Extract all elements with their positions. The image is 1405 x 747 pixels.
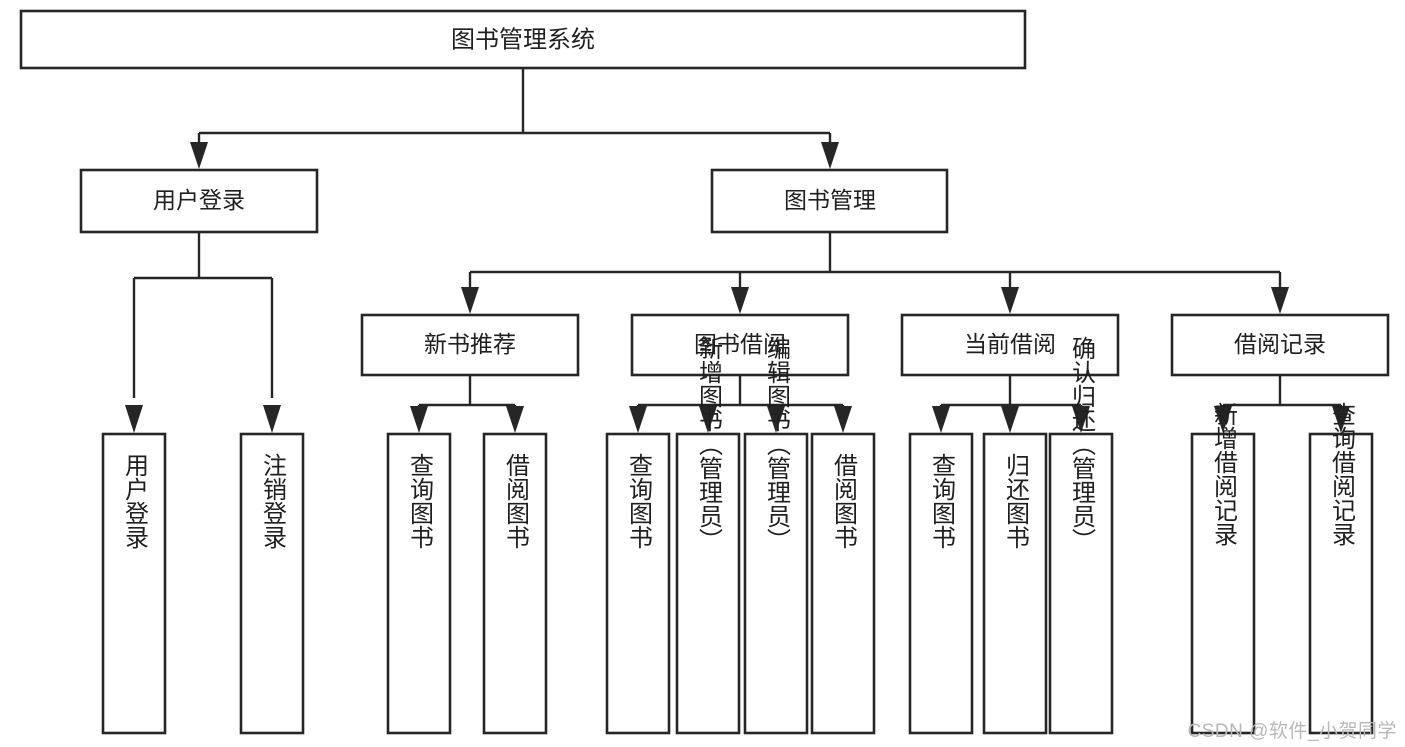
leaf-query-book-1-label: 查询图书 <box>406 453 434 549</box>
leaf-add-book-label: 新增图书（管理员） <box>695 336 723 552</box>
node-leaf-borrow-book-2[interactable]: 借阅图书 <box>810 432 876 735</box>
leaf-logout-box[interactable] <box>239 432 305 735</box>
node-leaf-query-record[interactable]: 查询借阅记录 <box>1308 402 1374 735</box>
edges-layer <box>125 68 1350 433</box>
arrowhead-borrow-records <box>1271 287 1289 314</box>
arrowhead-leaf-add-book <box>699 406 717 433</box>
leaf-query-book-1-box[interactable] <box>386 432 452 735</box>
node-borrow-records[interactable]: 借阅记录 <box>1170 313 1390 377</box>
leaf-add-record-label: 新增借阅记录 <box>1210 402 1238 546</box>
borrow-records-box[interactable] <box>1170 313 1390 377</box>
node-leaf-user-login[interactable]: 用户登录 <box>101 432 167 735</box>
node-leaf-confirm-return[interactable]: 确认归还（管理员） <box>1048 336 1114 735</box>
node-leaf-logout[interactable]: 注销登录 <box>239 432 305 735</box>
root-box[interactable] <box>19 9 1027 70</box>
arrowhead-leaf-user-login <box>125 405 143 433</box>
new-book-rec-label: 新书推荐 <box>424 331 516 357</box>
leaf-query-record-box[interactable] <box>1308 432 1374 735</box>
arrowhead-leaf-query-book-3 <box>932 406 950 433</box>
csdn-watermark: CSDN @软件_小贺同学 <box>1187 721 1397 742</box>
node-leaf-borrow-book-1[interactable]: 借阅图书 <box>482 432 548 735</box>
arrowhead-leaf-edit-book <box>767 406 785 433</box>
node-leaf-add-record[interactable]: 新增借阅记录 <box>1190 402 1256 735</box>
leaf-edit-book-label: 编辑图书（管理员） <box>763 336 791 552</box>
node-leaf-add-book[interactable]: 新增图书（管理员） <box>675 336 741 735</box>
new-book-rec-box[interactable] <box>360 313 580 377</box>
edge-book-manage-trunk <box>468 232 1282 288</box>
arrowhead-current-borrow <box>1001 287 1019 314</box>
arrowhead-leaf-confirm-return <box>1072 406 1090 433</box>
arrowhead-user-login <box>190 142 208 169</box>
leaf-add-book-box[interactable] <box>675 432 741 735</box>
arrowhead-new-book-rec <box>461 287 479 314</box>
leaf-query-book-2-box[interactable] <box>605 432 671 735</box>
node-leaf-edit-book[interactable]: 编辑图书（管理员） <box>743 336 809 735</box>
node-leaf-query-book-2[interactable]: 查询图书 <box>605 432 671 735</box>
arrowhead-leaf-add-record <box>1214 406 1232 433</box>
arrowhead-leaf-query-record <box>1332 406 1350 433</box>
edge-new-book-rec-trunk <box>417 375 517 412</box>
leaf-borrow-book-1-box[interactable] <box>482 432 548 735</box>
arrowhead-leaf-borrow-book-1 <box>506 406 524 433</box>
node-user-login[interactable]: 用户登录 <box>79 168 319 234</box>
node-current-borrow[interactable]: 当前借阅 <box>900 313 1120 377</box>
root-label: 图书管理系统 <box>451 26 595 53</box>
leaf-user-login-label: 用户登录 <box>121 453 149 549</box>
user-login-box[interactable] <box>79 168 319 234</box>
arrowhead-leaf-query-book-1 <box>410 406 428 433</box>
edge-borrow-records-trunk <box>1221 375 1343 412</box>
book-borrow-label: 图书借阅 <box>694 331 786 357</box>
arrowhead-leaf-logout <box>263 405 281 433</box>
edge-book-borrow-trunk <box>636 375 845 412</box>
book-manage-box[interactable] <box>710 168 949 234</box>
borrow-records-label: 借阅记录 <box>1234 331 1326 357</box>
leaf-query-book-3-box[interactable] <box>908 432 974 735</box>
node-leaf-return-book[interactable]: 归还图书 <box>982 432 1048 735</box>
leaf-query-book-3-label: 查询图书 <box>928 453 956 549</box>
node-leaf-query-book-1[interactable]: 查询图书 <box>386 432 452 735</box>
leaf-add-record-box[interactable] <box>1190 432 1256 735</box>
book-borrow-box[interactable] <box>630 313 850 377</box>
leaf-borrow-book-2-label: 借阅图书 <box>830 453 858 549</box>
arrowhead-leaf-return-book <box>1001 406 1019 433</box>
leaf-query-record-label: 查询借阅记录 <box>1328 402 1356 546</box>
leaf-borrow-book-2-box[interactable] <box>810 432 876 735</box>
leaf-logout-label: 注销登录 <box>259 453 287 549</box>
user-login-label: 用户登录 <box>153 187 245 213</box>
arrowhead-leaf-query-book-2 <box>629 406 647 433</box>
arrowhead-book-manage <box>821 142 839 169</box>
book-manage-label: 图书管理 <box>784 187 876 213</box>
leaf-borrow-book-1-label: 借阅图书 <box>502 453 530 549</box>
leaf-return-book-box[interactable] <box>982 432 1048 735</box>
leaf-return-book-label: 归还图书 <box>1002 453 1030 549</box>
leaf-user-login-box[interactable] <box>101 432 167 735</box>
arrowhead-leaf-borrow-book-2 <box>834 406 852 433</box>
leaf-confirm-return-label: 确认归还（管理员） <box>1068 336 1096 552</box>
current-borrow-label: 当前借阅 <box>964 331 1056 357</box>
leaf-confirm-return-box[interactable] <box>1048 432 1114 735</box>
edge-user-login-trunk <box>132 232 274 398</box>
edge-root-trunk <box>197 68 832 148</box>
node-book-borrow[interactable]: 图书借阅 <box>630 313 850 377</box>
node-leaf-query-book-3[interactable]: 查询图书 <box>908 432 974 735</box>
leaf-edit-book-box[interactable] <box>743 432 809 735</box>
node-book-manage[interactable]: 图书管理 <box>710 168 949 234</box>
arrowhead-book-borrow <box>731 287 749 314</box>
node-new-book-rec[interactable]: 新书推荐 <box>360 313 580 377</box>
current-borrow-box[interactable] <box>900 313 1120 377</box>
node-root-system[interactable]: 图书管理系统 <box>19 9 1027 70</box>
leaf-query-book-2-label: 查询图书 <box>625 453 653 549</box>
